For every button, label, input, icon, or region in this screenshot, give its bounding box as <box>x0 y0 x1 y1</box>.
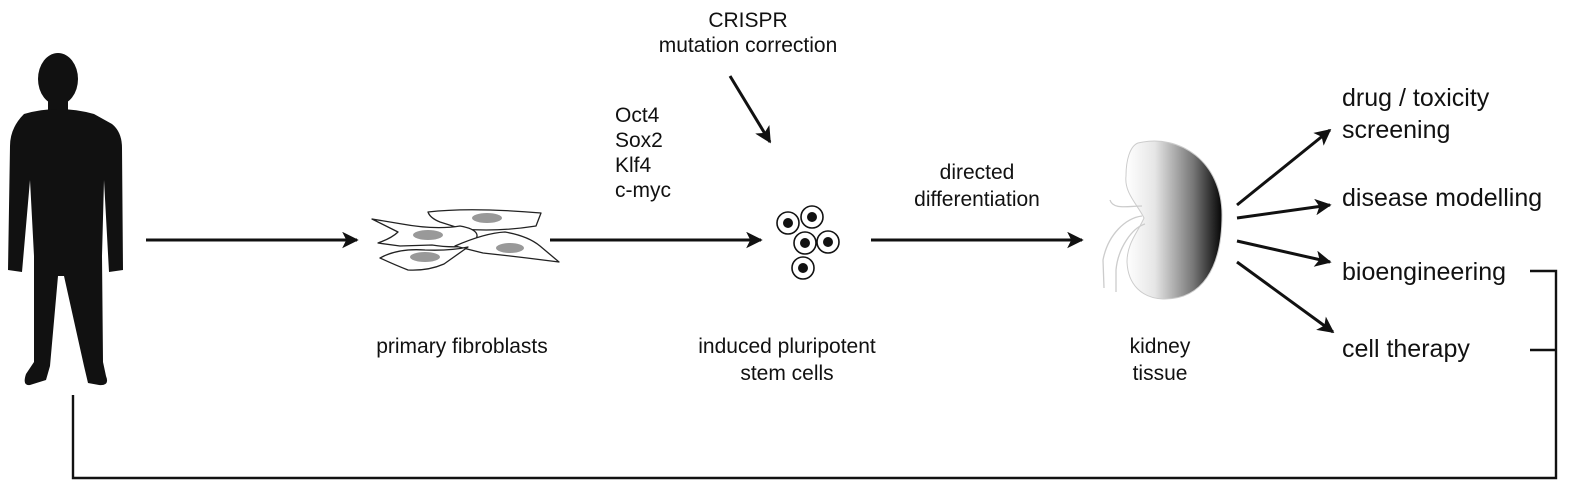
drug-toxicity-screening-label-line2: screening <box>1342 116 1451 144</box>
reprogramming-factors-list: Oct4 Sox2 Klf4 c-myc <box>615 103 671 203</box>
stem-cells-icon <box>776 205 840 280</box>
disease-modelling-label: disease modelling <box>1342 184 1543 212</box>
arrow-kidney-to-cell-therapy <box>1236 260 1335 334</box>
kidney-tissue-label-line1: kidney <box>1129 335 1191 358</box>
drug-toxicity-screening-label-line1: drug / toxicity <box>1342 84 1490 112</box>
directed-differentiation-label-line1: directed <box>939 161 1015 184</box>
crispr-label: CRISPR <box>708 9 788 32</box>
factor-sox2: Sox2 <box>615 129 663 152</box>
kidney-tissue-label-line2: tissue <box>1132 362 1188 385</box>
arrow-kidney-to-drug-screening <box>1236 128 1332 207</box>
kidney-icon <box>1102 140 1223 300</box>
primary-fibroblasts-label: primary fibroblasts <box>376 335 548 358</box>
mutation-correction-label: mutation correction <box>658 34 838 57</box>
bioengineering-label: bioengineering <box>1342 258 1507 286</box>
arrow-kidney-to-disease-modelling <box>1236 198 1332 220</box>
ipsc-label-line2: stem cells <box>740 362 834 385</box>
factor-c-myc: c-myc <box>615 179 671 202</box>
factor-klf4: Klf4 <box>615 154 652 177</box>
ipsc-label-line1: induced pluripotent <box>698 335 876 358</box>
arrow-crispr-to-ipsc <box>728 75 772 144</box>
arrow-kidney-to-bioengineering <box>1236 239 1332 267</box>
cell-therapy-label: cell therapy <box>1342 335 1470 363</box>
person-silhouette-icon <box>8 53 123 386</box>
feedback-loop-line <box>71 269 1558 480</box>
directed-differentiation-label-line2: differentiation <box>914 188 1040 211</box>
fibroblast-cells-icon <box>371 209 560 271</box>
factor-oct4: Oct4 <box>615 104 660 127</box>
